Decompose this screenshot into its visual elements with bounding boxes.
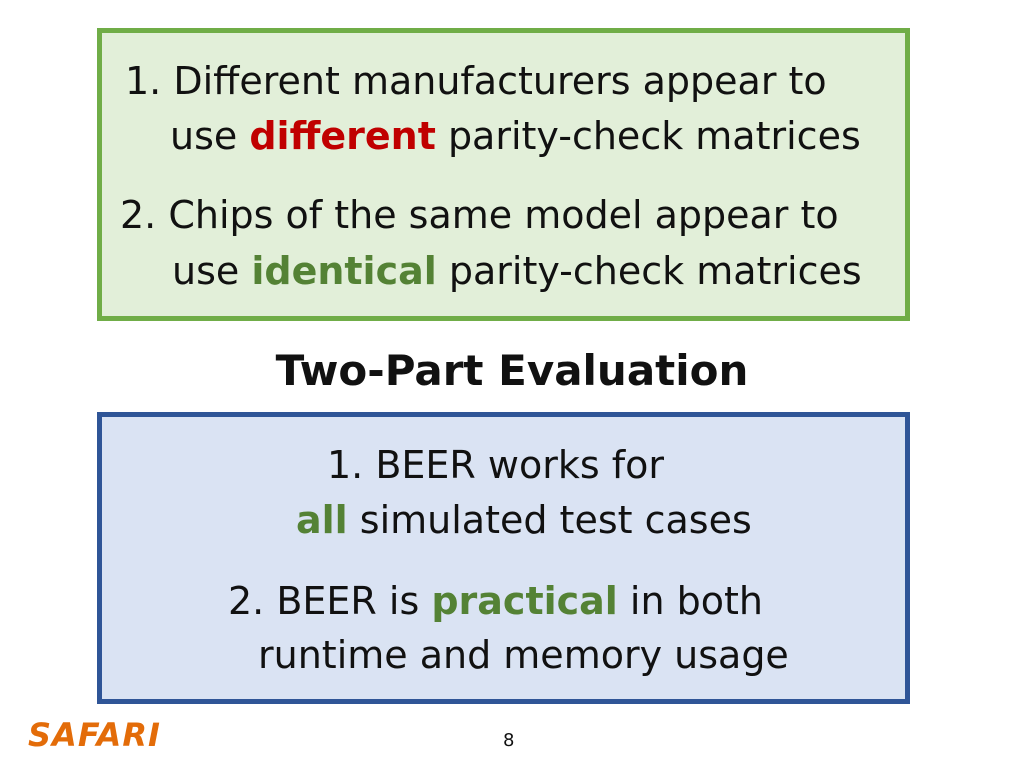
finding-2-highlight: identical (251, 249, 437, 293)
finding-2-line-1: 2. Chips of the same model appear to (120, 193, 839, 237)
safari-logo: SAFARI (28, 716, 161, 754)
findings-box (97, 28, 910, 321)
evaluation-2-highlight: practical (431, 579, 618, 623)
evaluation-box (97, 412, 910, 704)
evaluation-2-line-1: 2. BEER is practical in both (228, 578, 763, 624)
finding-2-suffix: parity-check matrices (436, 249, 862, 293)
finding-1-line-2: use different parity-check matrices (170, 113, 861, 159)
finding-1-prefix: use (170, 114, 250, 158)
evaluation-1-suffix: simulated test cases (347, 498, 752, 542)
section-heading: Two-Part Evaluation (275, 346, 749, 395)
page-number: 8 (503, 730, 515, 751)
evaluation-1-line-2: all simulated test cases (296, 497, 752, 543)
evaluation-2-prefix: 2. BEER is (228, 579, 432, 623)
finding-2-prefix: use (172, 249, 252, 293)
finding-1-line-1: 1. Different manufacturers appear to (125, 59, 827, 103)
evaluation-2-line-2: runtime and memory usage (258, 633, 789, 677)
finding-1-highlight: different (249, 114, 436, 158)
finding-1-suffix: parity-check matrices (435, 114, 861, 158)
evaluation-1-line-1: 1. BEER works for (327, 443, 664, 487)
finding-2-line-2: use identical parity-check matrices (172, 248, 862, 294)
evaluation-1-highlight: all (296, 498, 348, 542)
evaluation-2-suffix: in both (617, 579, 763, 623)
